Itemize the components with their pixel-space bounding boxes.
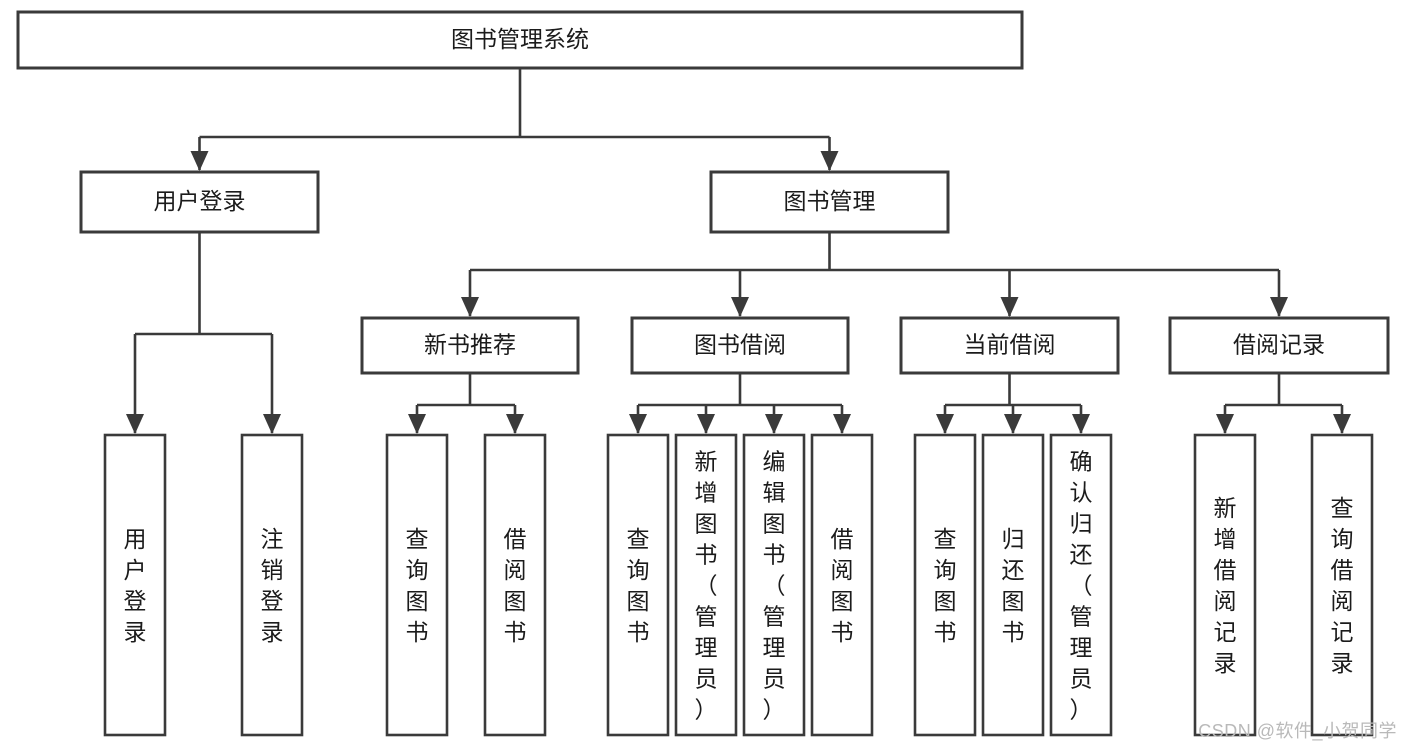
node-label: 查询图书 — [406, 526, 429, 645]
arrow-head-icon — [126, 414, 144, 434]
node-box[interactable] — [899, 316, 1120, 375]
node-新增借阅记录[interactable]: 新增借阅记录 — [1193, 433, 1257, 737]
arrow-head-icon — [1270, 297, 1288, 317]
node-借阅图书[interactable]: 借阅图书 — [483, 433, 547, 737]
arrow-head-icon — [629, 414, 647, 434]
node-box[interactable] — [16, 10, 1024, 70]
arrow-head-icon — [1004, 414, 1022, 434]
node-label: 查询图书 — [627, 526, 650, 645]
node-当前借阅[interactable]: 当前借阅 — [899, 316, 1120, 375]
node-查询借阅记录[interactable]: 查询借阅记录 — [1310, 433, 1374, 737]
node-图书借阅[interactable]: 图书借阅 — [630, 316, 850, 375]
node-label: 图书借阅 — [694, 332, 786, 358]
arrow-head-icon — [506, 414, 524, 434]
node-box[interactable] — [913, 433, 977, 737]
node-label: 借阅图书 — [504, 526, 527, 645]
arrow-head-icon — [461, 297, 479, 317]
node-查询图书[interactable]: 查询图书 — [606, 433, 670, 737]
node-借阅记录[interactable]: 借阅记录 — [1168, 316, 1390, 375]
node-查询图书[interactable]: 查询图书 — [913, 433, 977, 737]
node-新书推荐[interactable]: 新书推荐 — [360, 316, 580, 375]
node-新增图书管理员[interactable]: 新增图书（管理员） — [674, 433, 738, 737]
node-label: 新增借阅记录 — [1214, 495, 1237, 676]
arrow-head-icon — [263, 414, 281, 434]
node-label: 图书管理 — [784, 188, 876, 214]
node-box[interactable] — [709, 170, 950, 234]
node-图书管理系统[interactable]: 图书管理系统 — [16, 10, 1024, 70]
node-编辑图书管理员[interactable]: 编辑图书（管理员） — [742, 433, 806, 737]
node-box[interactable] — [674, 433, 738, 737]
arrow-head-icon — [936, 414, 954, 434]
arrow-head-icon — [820, 151, 839, 171]
arrow-head-icon — [765, 414, 783, 434]
arrow-head-icon — [833, 414, 851, 434]
arrow-head-icon — [408, 414, 426, 434]
node-box[interactable] — [1310, 433, 1374, 737]
node-box[interactable] — [742, 433, 806, 737]
node-label: 编辑图书（管理员） — [763, 449, 786, 723]
node-label: 新增图书（管理员） — [695, 449, 718, 723]
node-label: 注销登录 — [261, 526, 284, 645]
node-label: 图书管理系统 — [451, 26, 589, 52]
node-确认归还管理员[interactable]: 确认归还（管理员） — [1049, 433, 1113, 737]
arrow-head-icon — [1072, 414, 1090, 434]
node-box[interactable] — [606, 433, 670, 737]
arrow-head-icon — [1000, 297, 1019, 317]
node-layer: 图书管理系统用户登录用户登录注销登录图书管理新书推荐查询图书借阅图书图书借阅查询… — [16, 10, 1390, 737]
node-box[interactable] — [103, 433, 167, 737]
node-box[interactable] — [79, 170, 320, 234]
node-用户登录[interactable]: 用户登录 — [79, 170, 320, 234]
arrow-head-icon — [190, 151, 209, 171]
csdn-watermark: CSDN @软件_小贺同学 — [1198, 721, 1397, 741]
node-label: 确认归还（管理员） — [1070, 449, 1093, 723]
node-box[interactable] — [630, 316, 850, 375]
arrow-head-icon — [1333, 414, 1351, 434]
node-box[interactable] — [240, 433, 304, 737]
arrow-head-icon — [1216, 414, 1234, 434]
node-归还图书[interactable]: 归还图书 — [981, 433, 1045, 737]
node-图书管理[interactable]: 图书管理 — [709, 170, 950, 234]
node-label: 归还图书 — [1002, 526, 1025, 645]
node-label: 借阅图书 — [831, 526, 854, 645]
arrow-head-icon — [697, 414, 715, 434]
connector-layer — [126, 68, 1351, 434]
node-label: 当前借阅 — [964, 332, 1056, 358]
node-label: 查询图书 — [934, 526, 957, 645]
node-label: 新书推荐 — [424, 332, 516, 358]
node-label: 用户登录 — [154, 188, 246, 214]
arrow-head-icon — [731, 297, 749, 317]
node-box[interactable] — [483, 433, 547, 737]
node-box[interactable] — [1193, 433, 1257, 737]
node-查询图书[interactable]: 查询图书 — [385, 433, 449, 737]
node-label: 借阅记录 — [1233, 332, 1325, 358]
node-box[interactable] — [385, 433, 449, 737]
node-box[interactable] — [360, 316, 580, 375]
node-label: 查询借阅记录 — [1331, 495, 1354, 676]
node-box[interactable] — [810, 433, 874, 737]
node-box[interactable] — [1049, 433, 1113, 737]
node-用户登录[interactable]: 用户登录 — [103, 433, 167, 737]
node-box[interactable] — [981, 433, 1045, 737]
node-借阅图书[interactable]: 借阅图书 — [810, 433, 874, 737]
node-注销登录[interactable]: 注销登录 — [240, 433, 304, 737]
node-box[interactable] — [1168, 316, 1390, 375]
node-label: 用户登录 — [124, 526, 147, 645]
